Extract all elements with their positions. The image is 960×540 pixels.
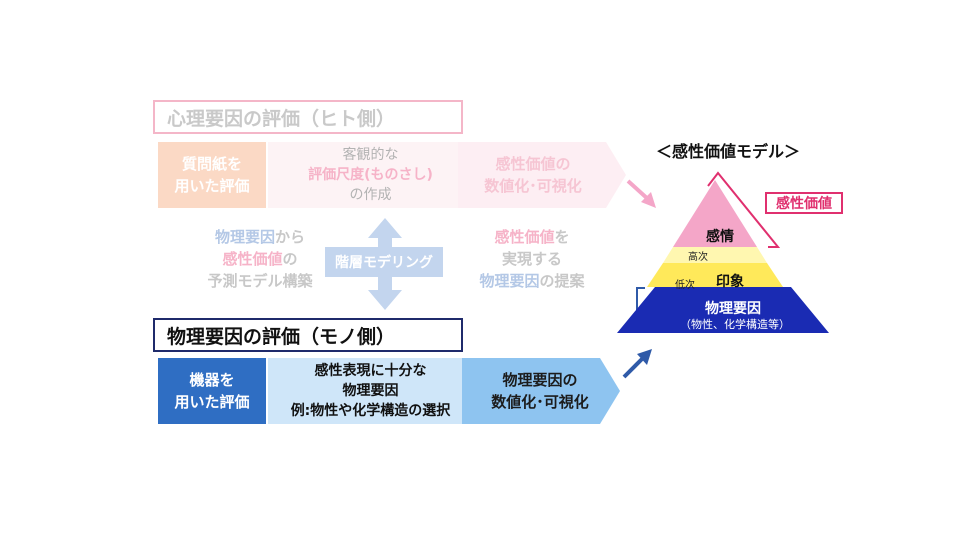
left-note-no: の xyxy=(282,250,298,268)
physical-factor-selection-box: 感性表現に十分な 物理要因 例:物性や化学構造の選択 xyxy=(268,358,473,424)
questionnaire-line1: 質問紙を xyxy=(181,155,242,173)
physical-layer-sub: （物性、化学構造等） xyxy=(680,318,790,331)
kansei-quantification-text: 感性価値の 数値化･可視化 xyxy=(458,142,608,208)
prediction-model-note: 物理要因から 感性価値の 予測モデル構築 xyxy=(180,226,340,292)
impression-layer-label: 印象 xyxy=(716,274,744,290)
pyramid-middle-layer xyxy=(647,263,783,287)
blue-arrow-to-model xyxy=(622,349,652,379)
psychological-evaluation-title: 心理要因の評価（ヒト側） xyxy=(153,100,463,134)
physical-evaluation-title: 物理要因の評価（モノ側） xyxy=(153,318,463,352)
phys-quant-line2: 数値化･可視化 xyxy=(491,393,589,411)
instrument-evaluation-box: 機器を 用いた評価 xyxy=(158,358,266,424)
psychological-title-text: 心理要因の評価（ヒト側） xyxy=(167,107,396,130)
high-order-label: 高次 xyxy=(688,252,708,263)
right-note-phys: 物理要因 xyxy=(479,272,540,290)
kansei-value-text: 感性価値 xyxy=(776,196,832,212)
right-note-kansei: 感性価値 xyxy=(494,228,555,246)
factors-line1: 感性表現に十分な xyxy=(314,363,427,379)
kansei-pyramid xyxy=(617,171,829,333)
right-note-wo: を xyxy=(554,228,570,246)
instrument-line2: 用いた評価 xyxy=(174,393,250,411)
kansei-value-label: 感性価値 xyxy=(765,192,843,214)
pink-arrow-to-model xyxy=(626,179,656,208)
questionnaire-evaluation-box: 質問紙を 用いた評価 xyxy=(158,142,266,208)
left-note-kansei: 感性価値 xyxy=(222,250,283,268)
hierarchical-modeling-label: 階層モデリング xyxy=(325,247,443,277)
instrument-line1: 機器を xyxy=(189,371,235,389)
left-note-kara: から xyxy=(275,228,306,246)
factors-line3: 例:物性や化学構造の選択 xyxy=(290,403,451,419)
pyramid-top-layer xyxy=(673,180,757,247)
right-note-teian: の提案 xyxy=(539,272,585,290)
right-note-line2: 実現する xyxy=(501,250,562,268)
low-order-label: 低次 xyxy=(675,280,695,291)
physical-layer-label: 物理要因 xyxy=(705,301,761,317)
physical-output-arrow xyxy=(462,358,620,424)
factors-line2: 物理要因 xyxy=(342,383,399,399)
hierarchical-modeling-text: 階層モデリング xyxy=(335,255,433,271)
pyramid-bottom-layer xyxy=(617,287,829,333)
physical-title-text: 物理要因の評価（モノ側） xyxy=(167,325,396,348)
proposal-note: 感性価値を 実現する 物理要因の提案 xyxy=(452,226,612,292)
evaluation-scale-box: 客観的な 評価尺度(ものさし) の作成 xyxy=(268,142,473,208)
scale-line2: 評価尺度(ものさし) xyxy=(308,167,433,183)
left-note-line3: 予測モデル構築 xyxy=(207,272,313,290)
scale-line3: の作成 xyxy=(349,187,392,203)
emotion-layer-label: 感情 xyxy=(706,229,734,245)
scale-line1: 客観的な xyxy=(342,147,399,163)
phys-quant-line1: 物理要因の xyxy=(502,371,578,389)
kansei-bracket xyxy=(707,171,781,248)
questionnaire-line2: 用いた評価 xyxy=(174,177,250,195)
psychological-output-arrow xyxy=(458,142,626,208)
physical-quantification-text: 物理要因の 数値化･可視化 xyxy=(465,358,615,424)
left-note-phys: 物理要因 xyxy=(214,228,275,246)
kansei-quant-line2: 数値化･可視化 xyxy=(484,177,582,195)
pyramid-high-band xyxy=(663,247,767,263)
kansei-model-title: ＜感性価値モデル＞ xyxy=(656,142,801,161)
kansei-quant-line1: 感性価値の xyxy=(495,155,571,173)
